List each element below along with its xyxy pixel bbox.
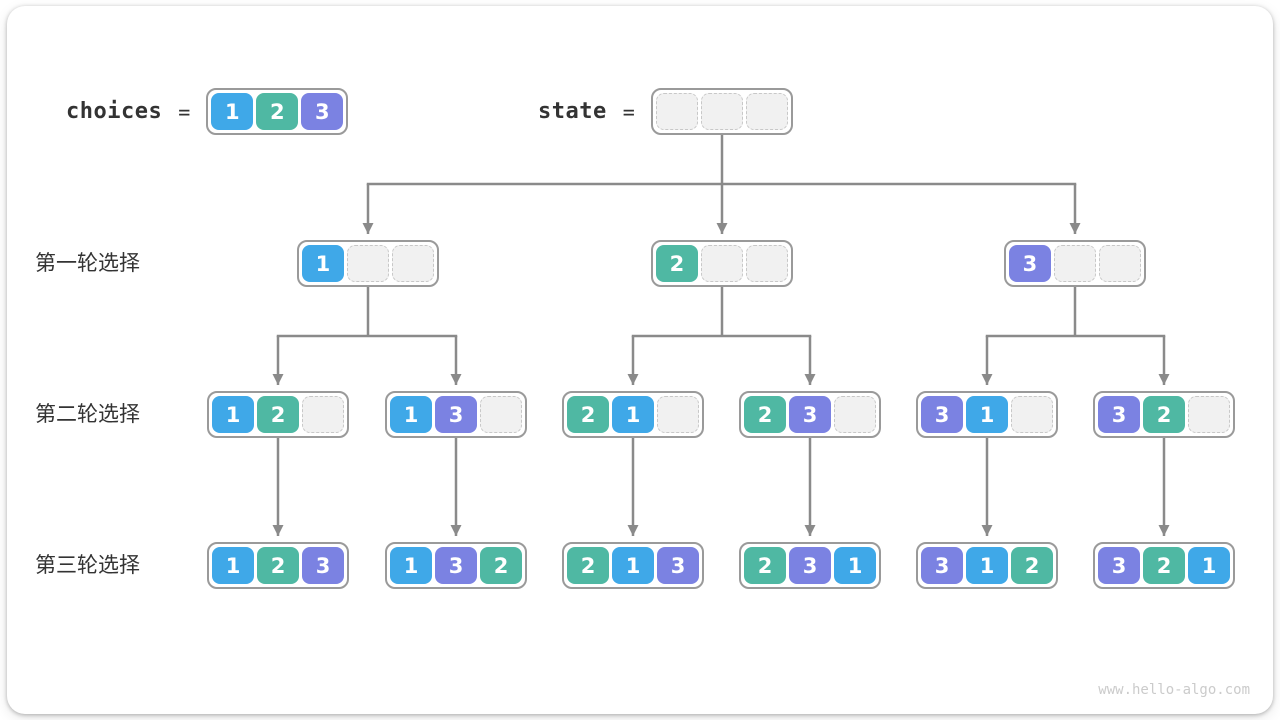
cell-1: 1 xyxy=(966,396,1008,433)
empty-cell xyxy=(834,396,877,433)
cell-1: 1 xyxy=(211,93,254,130)
empty-cell xyxy=(655,93,698,130)
row-label-3: 第三轮选择 xyxy=(35,553,140,577)
cell-2: 2 xyxy=(567,396,609,433)
cell-3: 3 xyxy=(435,547,477,584)
state-label: state xyxy=(538,99,607,124)
cell-3: 3 xyxy=(789,547,831,584)
row-label-1: 第一轮选择 xyxy=(35,251,140,275)
choices-label: choices xyxy=(66,99,163,124)
empty-cell xyxy=(480,396,523,433)
cell-3: 3 xyxy=(302,547,344,584)
cell-1: 1 xyxy=(966,547,1008,584)
cell-1: 1 xyxy=(834,547,876,584)
cell-2: 2 xyxy=(1143,547,1185,584)
cell-3: 3 xyxy=(789,396,831,433)
array-node: 2 xyxy=(651,240,793,287)
empty-cell xyxy=(657,396,700,433)
cell-1: 1 xyxy=(1188,547,1230,584)
state-equals-sign: = xyxy=(622,99,635,124)
cell-2: 2 xyxy=(257,396,299,433)
cell-2: 2 xyxy=(257,547,299,584)
cell-1: 1 xyxy=(390,396,432,433)
empty-cell xyxy=(1188,396,1231,433)
cell-3: 3 xyxy=(301,93,344,130)
row-label-2: 第二轮选择 xyxy=(35,402,140,426)
cell-1: 1 xyxy=(612,396,654,433)
empty-cell xyxy=(745,245,788,282)
array-node: 3 xyxy=(1004,240,1146,287)
empty-cell xyxy=(1098,245,1141,282)
empty-cell xyxy=(700,93,743,130)
cell-2: 2 xyxy=(1011,547,1053,584)
cell-3: 3 xyxy=(921,396,963,433)
cell-3: 3 xyxy=(1009,245,1051,282)
cell-3: 3 xyxy=(1098,547,1140,584)
cell-1: 1 xyxy=(302,245,344,282)
state-group: state = xyxy=(538,88,793,135)
cell-3: 3 xyxy=(1098,396,1140,433)
cell-1: 1 xyxy=(390,547,432,584)
choices-equals-sign: = xyxy=(178,99,191,124)
empty-cell xyxy=(1053,245,1096,282)
cell-3: 3 xyxy=(435,396,477,433)
empty-cell xyxy=(346,245,389,282)
cell-1: 1 xyxy=(212,396,254,433)
array-node: 1 xyxy=(297,240,439,287)
state-array-node xyxy=(650,88,793,135)
cell-2: 2 xyxy=(480,547,522,584)
cell-2: 2 xyxy=(567,547,609,584)
empty-cell xyxy=(1011,396,1054,433)
empty-cell xyxy=(391,245,434,282)
cell-2: 2 xyxy=(1143,396,1185,433)
cell-1: 1 xyxy=(212,547,254,584)
cell-1: 1 xyxy=(612,547,654,584)
cell-2: 2 xyxy=(744,547,786,584)
watermark: www.hello-algo.com xyxy=(1098,682,1250,698)
cell-2: 2 xyxy=(656,245,698,282)
empty-cell xyxy=(700,245,743,282)
cell-2: 2 xyxy=(744,396,786,433)
cell-3: 3 xyxy=(657,547,699,584)
cell-2: 2 xyxy=(256,93,299,130)
empty-cell xyxy=(302,396,345,433)
empty-cell xyxy=(745,93,788,130)
cell-3: 3 xyxy=(921,547,963,584)
